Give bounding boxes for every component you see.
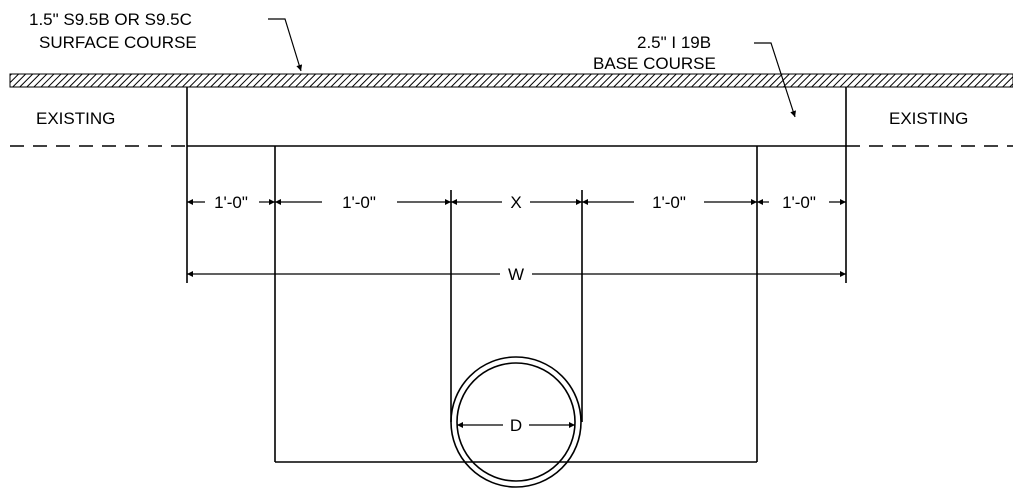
existing-label-left: EXISTING	[36, 109, 115, 128]
base-course-leader	[754, 42, 797, 118]
dim-offset-right-outer: 1'-0"	[782, 193, 816, 212]
pipe-outer-circle	[450, 356, 582, 488]
base-course-label-line1: 2.5" I 19B	[637, 33, 711, 52]
surface-course-leader	[268, 18, 303, 72]
dim-offset-left-inner: 1'-0"	[342, 193, 376, 212]
dim-pipe-clearance-x: X	[510, 193, 521, 212]
surface-course-label-line1: 1.5" S9.5B OR S9.5C	[29, 10, 192, 29]
dim-offset-left-outer: 1'-0"	[214, 193, 248, 212]
dim-offset-right-inner: 1'-0"	[652, 193, 686, 212]
dim-total-width-w: W	[508, 265, 524, 284]
surface-course-label-line2: SURFACE COURSE	[39, 33, 197, 52]
surface-course-hatch	[9, 73, 1013, 88]
dim-pipe-diameter-d: D	[510, 416, 522, 435]
existing-label-right: EXISTING	[889, 109, 968, 128]
base-course-label-line2: BASE COURSE	[593, 54, 716, 73]
